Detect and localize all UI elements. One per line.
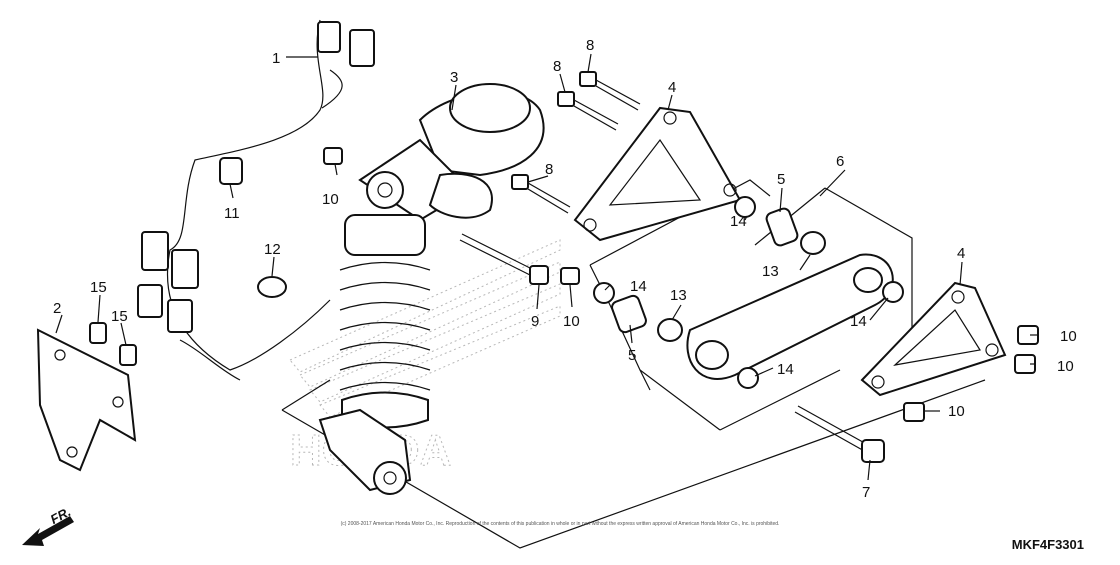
callout-10: 10 bbox=[1060, 328, 1077, 345]
grommet-part bbox=[257, 276, 287, 298]
callout-14: 14 bbox=[730, 213, 747, 230]
callout-2: 2 bbox=[53, 300, 61, 317]
link-arm-part bbox=[686, 253, 894, 380]
diagram-part-code: MKF4F3301 bbox=[1011, 537, 1084, 552]
bolt-part bbox=[511, 71, 641, 214]
long-bolt-part bbox=[459, 233, 549, 285]
callout-5: 5 bbox=[628, 347, 636, 364]
callout-4: 4 bbox=[957, 245, 965, 262]
bracket-part bbox=[573, 106, 742, 242]
callout-1: 1 bbox=[272, 50, 280, 67]
callout-3: 3 bbox=[450, 69, 458, 86]
callout-10: 10 bbox=[1057, 358, 1074, 375]
collar-part bbox=[611, 207, 799, 334]
callout-8: 8 bbox=[553, 58, 561, 75]
bottom-bolt-part bbox=[794, 405, 885, 463]
callout-9: 9 bbox=[531, 313, 539, 330]
callout-13: 13 bbox=[762, 263, 779, 280]
callout-14: 14 bbox=[777, 361, 794, 378]
callout-13: 13 bbox=[670, 287, 687, 304]
callout-8: 8 bbox=[586, 37, 594, 54]
nut-part bbox=[323, 147, 1039, 422]
callout-6: 6 bbox=[836, 153, 844, 170]
needle-bearing-part bbox=[657, 231, 826, 342]
callout-12: 12 bbox=[264, 241, 281, 258]
callout-15: 15 bbox=[111, 308, 128, 325]
plate-part bbox=[36, 328, 137, 472]
clip-part bbox=[219, 157, 243, 185]
callout-4: 4 bbox=[668, 79, 676, 96]
clamp-part bbox=[119, 344, 137, 366]
leader-lines bbox=[55, 53, 1038, 481]
callouts: 1 2 3 4 4 5 5 6 7 8 8 8 9 10 10 10 10 10… bbox=[53, 37, 1077, 501]
wire-harness-part bbox=[137, 19, 375, 381]
callout-14: 14 bbox=[630, 278, 647, 295]
bracket-part bbox=[860, 281, 1007, 397]
dust-seal-part bbox=[593, 196, 904, 389]
copyright-notice: (c) 2008-2017 American Honda Motor Co., … bbox=[340, 521, 780, 527]
callout-10: 10 bbox=[563, 313, 580, 330]
callout-10: 10 bbox=[322, 191, 339, 208]
shock-absorber-part bbox=[318, 83, 545, 495]
callout-10: 10 bbox=[948, 403, 965, 420]
callout-14: 14 bbox=[850, 313, 867, 330]
callout-5: 5 bbox=[777, 171, 785, 188]
callout-15: 15 bbox=[90, 279, 107, 296]
callout-8: 8 bbox=[545, 161, 553, 178]
callout-7: 7 bbox=[862, 484, 870, 501]
callout-11: 11 bbox=[224, 205, 240, 222]
front-direction-arrow-icon bbox=[22, 516, 74, 546]
clamp-part bbox=[89, 322, 107, 344]
